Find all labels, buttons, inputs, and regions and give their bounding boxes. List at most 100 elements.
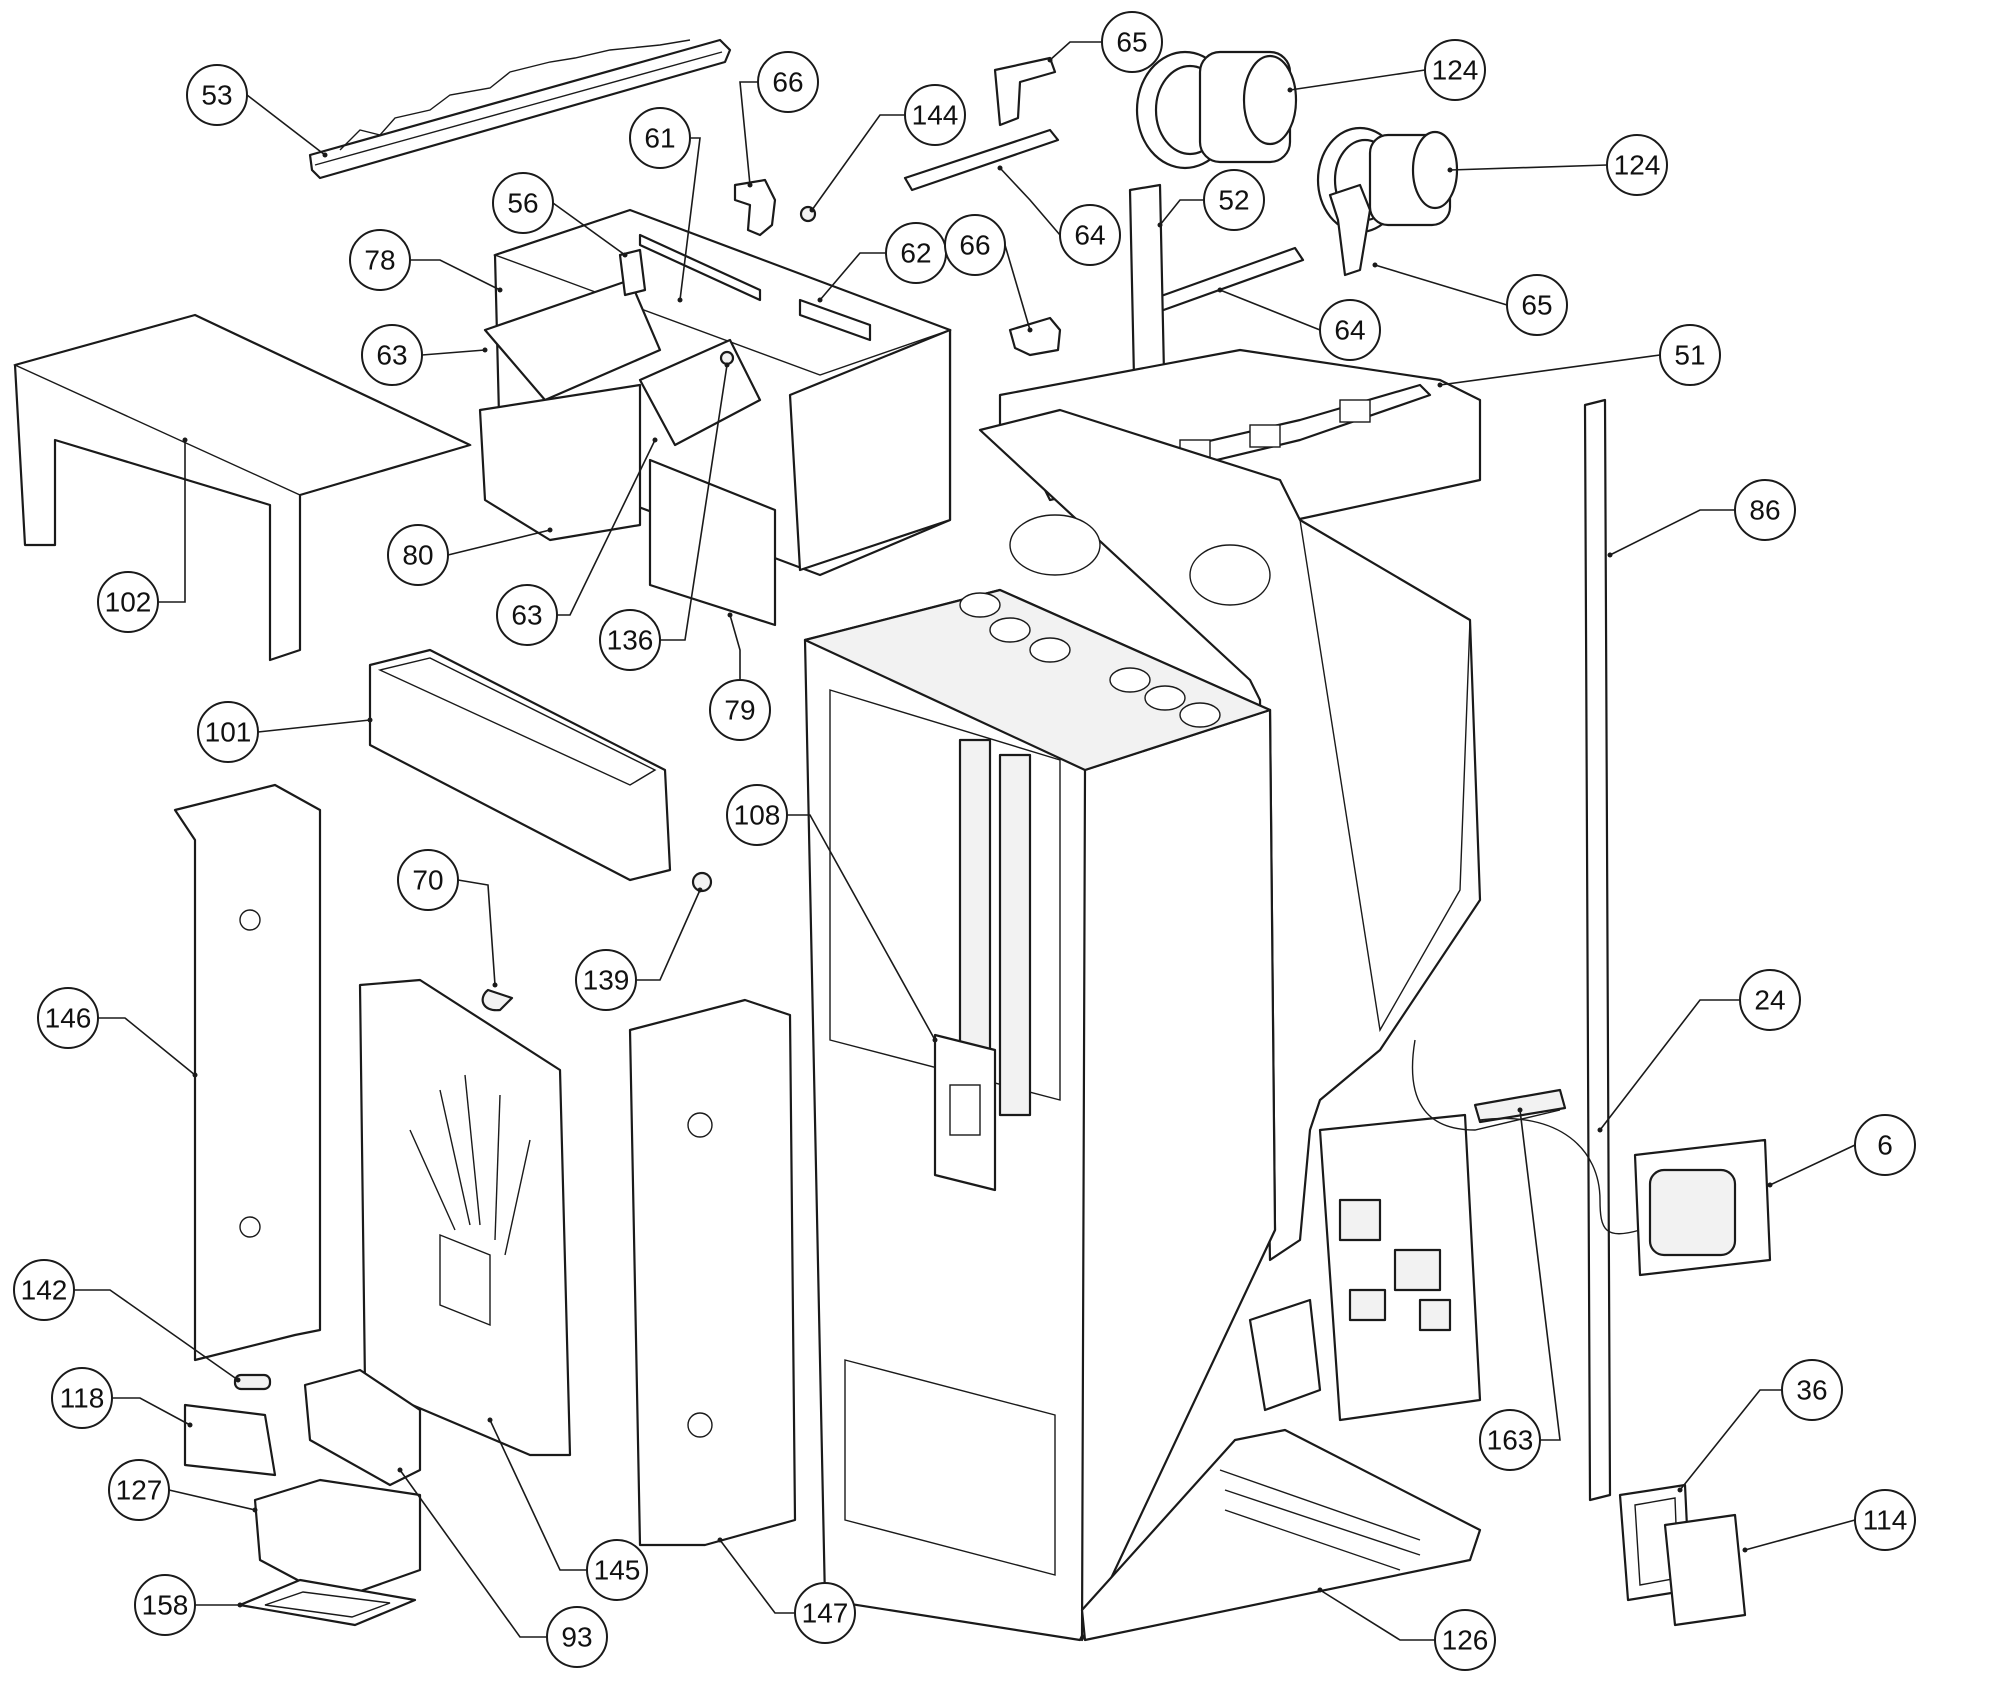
callout-158: 158	[134, 1574, 243, 1636]
leader-line	[1679, 1389, 1782, 1491]
callout-65: 65	[1372, 262, 1568, 336]
leader-line	[811, 114, 905, 211]
leader-line	[98, 1017, 196, 1076]
leader-tip	[932, 1037, 938, 1043]
callout-52: 52	[1157, 169, 1265, 231]
part-63-baffle-lower	[638, 338, 762, 447]
callout-label: 36	[1796, 1375, 1827, 1406]
callout-circle	[794, 1582, 856, 1644]
leader-line	[1439, 354, 1661, 386]
callout-114: 114	[1742, 1489, 1916, 1553]
callout-78: 78	[349, 229, 503, 293]
callout-circle	[197, 701, 259, 763]
leader-line	[168, 1489, 256, 1511]
callout-53: 53	[186, 64, 328, 158]
part-rear-hopper-body	[978, 408, 1482, 1262]
leader-line	[1769, 1144, 1856, 1186]
leader-line	[999, 167, 1061, 236]
callout-circle	[361, 324, 423, 386]
part-108-plate	[933, 1033, 997, 1192]
leader-tip	[1517, 1107, 1523, 1113]
callout-circle	[1781, 1359, 1843, 1421]
callout-146: 146	[37, 987, 198, 1078]
callout-label: 52	[1218, 185, 1249, 216]
callout-label: 114	[1863, 1505, 1908, 1536]
callout-label: 101	[205, 717, 252, 748]
leader-line	[729, 614, 741, 680]
part-6-module	[1633, 1138, 1772, 1277]
part-127-burn-pot	[253, 1478, 422, 1602]
callout-86: 86	[1607, 479, 1796, 558]
leader-tip	[697, 887, 703, 893]
callout-label: 139	[583, 965, 630, 996]
callout-label: 86	[1749, 495, 1780, 526]
callout-51: 51	[1437, 324, 1721, 388]
part-101-tray	[368, 648, 672, 882]
callout-label: 136	[607, 625, 654, 656]
leader-line	[457, 879, 496, 986]
leader-line	[399, 1469, 547, 1638]
leader-tip	[1217, 287, 1223, 293]
leader-tip	[997, 165, 1003, 171]
callout-62: 62	[817, 222, 947, 303]
callout-label: 108	[734, 800, 781, 831]
callout-circle	[629, 107, 691, 169]
part-114-cover	[1663, 1513, 1747, 1627]
leader-line	[410, 259, 501, 291]
leader-line	[1599, 999, 1740, 1131]
callout-label: 146	[45, 1003, 92, 1034]
callout-circle	[1479, 1409, 1541, 1471]
part-142-pin	[233, 1373, 272, 1391]
part-64-rod-lower	[1148, 246, 1305, 314]
part-66-bracket-upper	[733, 178, 777, 237]
callout-label: 126	[1442, 1625, 1489, 1656]
leader-tip	[235, 1377, 241, 1383]
callout-127: 127	[108, 1459, 258, 1521]
callout-circle	[134, 1574, 196, 1636]
callout-64: 64	[1217, 287, 1381, 361]
leader-tip	[1027, 327, 1033, 333]
leader-line	[1609, 509, 1735, 556]
callout-label: 142	[21, 1275, 68, 1306]
callout-label: 66	[959, 230, 990, 261]
part-65-bracket-lower	[1328, 183, 1372, 277]
leader-line	[257, 719, 371, 733]
callout-circle	[1506, 274, 1568, 336]
callout-label: 102	[105, 587, 152, 618]
leader-tip	[482, 347, 488, 353]
part-53-top-rail	[308, 38, 732, 180]
callout-65: 65	[1047, 11, 1163, 73]
leader-tip	[1157, 222, 1163, 228]
leader-tip	[1047, 57, 1053, 63]
callout-label: 144	[912, 100, 959, 131]
leader-line	[719, 1539, 795, 1614]
callout-label: 63	[376, 340, 407, 371]
callout-circle	[1854, 1114, 1916, 1176]
leader-tip	[1437, 382, 1443, 388]
callout-145: 145	[487, 1417, 648, 1601]
leader-tip	[487, 1417, 493, 1423]
callout-circle	[709, 679, 771, 741]
callout-circle	[599, 609, 661, 671]
callout-136: 136	[599, 362, 730, 671]
leader-tip	[237, 1602, 243, 1608]
leader-tip	[187, 1422, 193, 1428]
leader-tip	[817, 297, 823, 303]
callout-label: 62	[900, 238, 931, 269]
callout-circle	[1101, 11, 1163, 73]
leader-tip	[182, 437, 188, 443]
callout-circle	[726, 784, 788, 846]
callout-79: 79	[709, 612, 771, 741]
callout-circle	[496, 584, 558, 646]
callout-label: 78	[364, 245, 395, 276]
callout-label: 56	[507, 188, 538, 219]
callout-circle	[1606, 134, 1668, 196]
callout-label: 163	[1487, 1425, 1534, 1456]
leader-line	[1289, 69, 1426, 91]
leader-line	[1219, 289, 1321, 331]
leader-tip	[1742, 1547, 1748, 1553]
part-63-baffle-upper	[483, 278, 662, 402]
leader-line	[1159, 199, 1204, 226]
callout-63: 63	[496, 437, 658, 646]
leader-line	[819, 252, 886, 301]
